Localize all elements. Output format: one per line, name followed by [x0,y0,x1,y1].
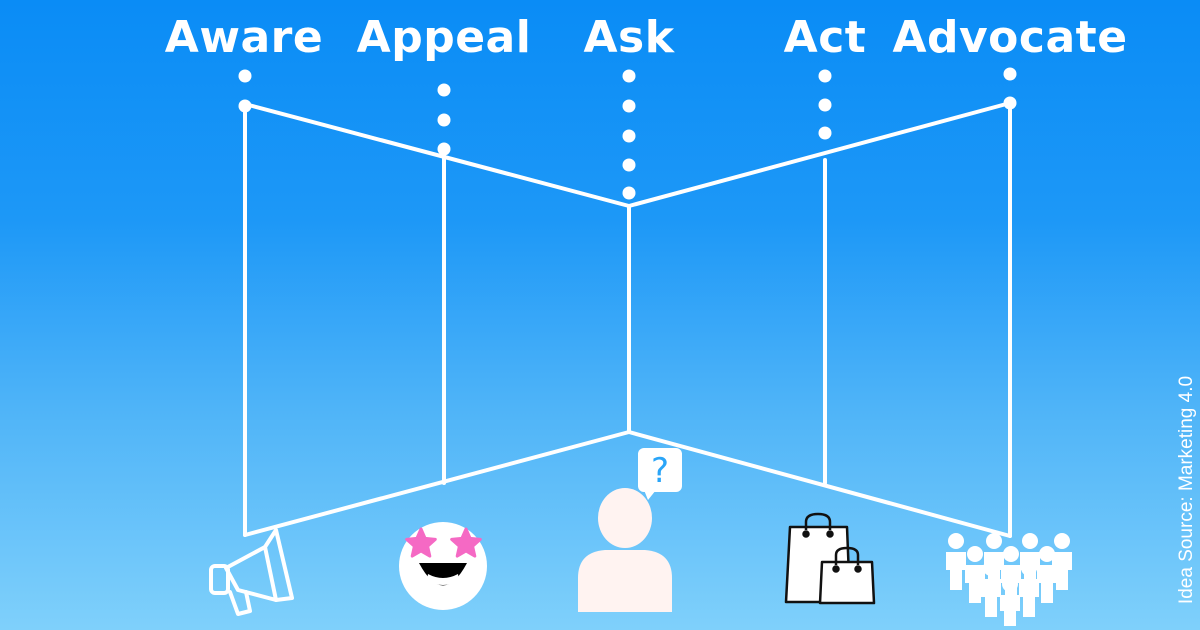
person-question-icon: ? [578,448,682,612]
stage-label-act: Act [783,12,867,63]
megaphone-icon [209,528,294,616]
funnel-outline [243,101,1012,538]
crowd-middle-row [965,546,1057,603]
stage-label-appeal: Appeal [356,12,532,63]
crowd-icon [946,533,1072,626]
dots-act [818,69,832,140]
question-mark: ? [651,451,669,491]
shopping-bags-icon [784,512,876,605]
stage-label-ask: Ask [583,12,675,63]
idea-source-credit: Idea Source: Marketing 4.0 [1176,375,1197,605]
dots-ask [622,69,636,200]
speech-bubble-icon [638,448,682,500]
dots-appeal [437,83,451,156]
dotted-leaders [238,67,1017,200]
crowd-front-row [981,560,1039,626]
dots-aware [238,69,252,113]
star-struck-face-icon [399,522,487,610]
dots-advocate [1003,67,1017,110]
stage-label-aware: Aware [164,12,324,63]
stage-label-advocate: Advocate [892,12,1128,63]
